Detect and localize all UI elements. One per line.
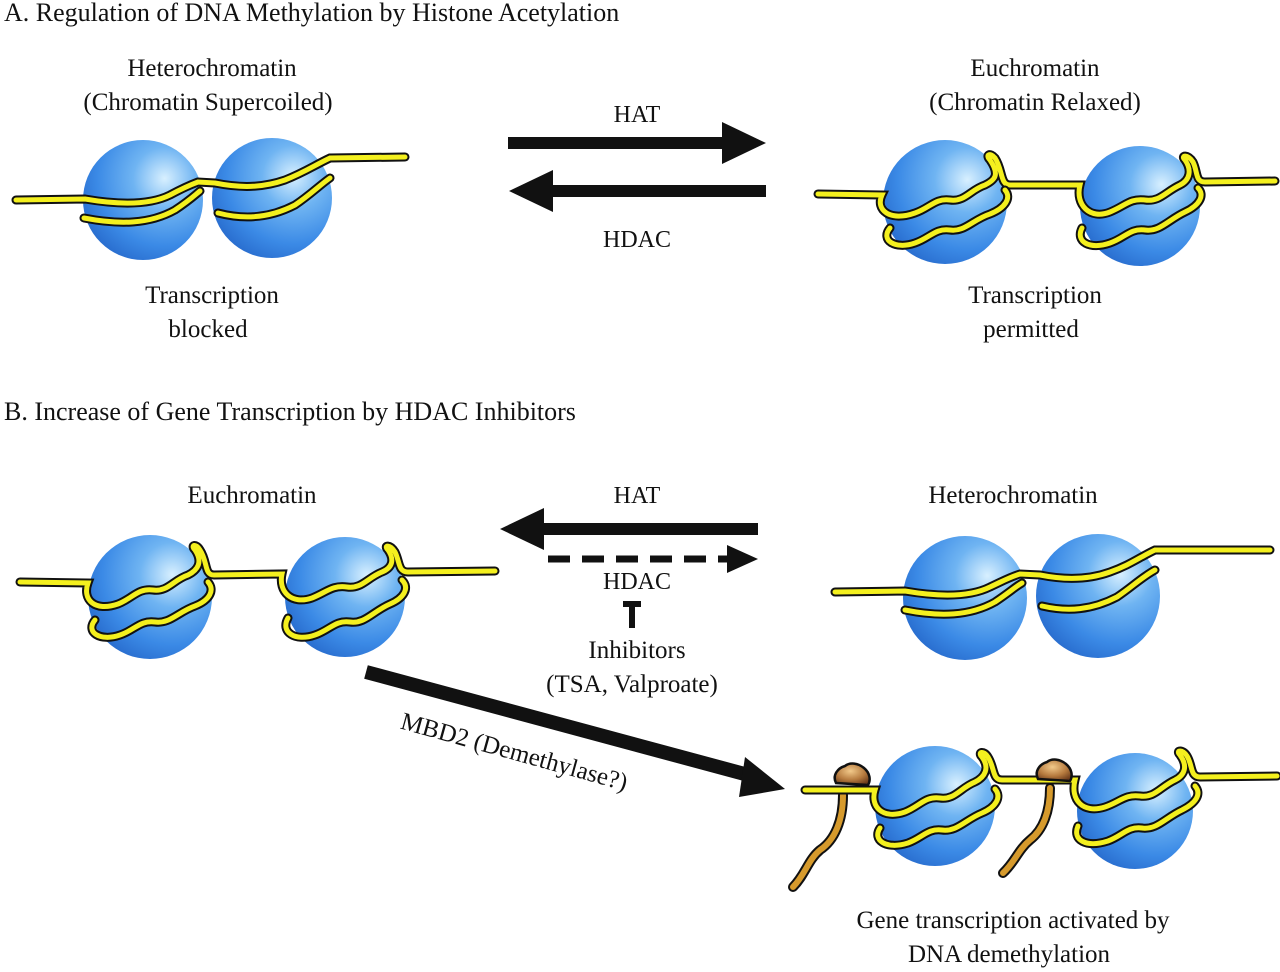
heterochromatin-a <box>11 138 410 260</box>
methyl-group <box>833 762 871 787</box>
hat-label-b: HAT <box>613 483 661 509</box>
hdac-label-a: HDAC <box>602 227 672 253</box>
nucleosome <box>285 537 405 657</box>
euchromatin-b-label: Euchromatin <box>187 482 317 509</box>
euchromatin-b <box>15 535 500 659</box>
hdac-arrow-dashed <box>548 545 758 573</box>
euchromatin-a <box>813 140 1280 266</box>
panel-b-title: B. Increase of Gene Transcription by HDA… <box>4 397 576 426</box>
inhibitors-examples: (TSA, Valproate) <box>546 671 718 698</box>
hdac-label-b: HDAC <box>602 569 672 595</box>
histone-tails <box>788 783 1055 892</box>
outcome-line1: Gene transcription activated by <box>856 907 1170 934</box>
heterochromatin-label: Heterochromatin <box>127 55 297 82</box>
methyl-group <box>1035 758 1073 783</box>
nucleosome <box>875 746 995 866</box>
dna-strand <box>11 152 410 227</box>
heterochromatin-sublabel: (Chromatin Supercoiled) <box>83 89 333 116</box>
hat-arrow-forward <box>508 122 766 164</box>
hdac-arrow-reverse <box>509 170 766 212</box>
hat-label-a: HAT <box>613 102 661 128</box>
nucleosome <box>1080 146 1200 266</box>
outcome-line2: DNA demethylation <box>907 941 1111 968</box>
dna-strand <box>813 150 1280 251</box>
nucleosome <box>88 535 212 659</box>
nucleosome <box>212 138 332 258</box>
dna-strand <box>830 545 1275 619</box>
hat-arrow-solid <box>500 508 758 550</box>
panel-a-title: A. Regulation of DNA Methylation by Hist… <box>4 0 620 27</box>
active-chromatin <box>788 746 1280 892</box>
dna-strand <box>15 541 500 642</box>
transcription-blocked-line1: Transcription <box>145 282 279 309</box>
transcription-blocked-line2: blocked <box>168 316 248 343</box>
mbd2-diagonal-arrow <box>364 665 785 797</box>
euchromatin-sublabel: (Chromatin Relaxed) <box>929 89 1141 116</box>
heterochromatin-b-label: Heterochromatin <box>928 482 1098 509</box>
transcription-permitted-line2: permitted <box>983 316 1079 343</box>
heterochromatin-b <box>830 534 1275 660</box>
transcription-permitted-line1: Transcription <box>968 282 1102 309</box>
euchromatin-label: Euchromatin <box>970 55 1100 82</box>
inhibitors-label: Inhibitors <box>588 637 686 664</box>
inhibition-tbar <box>623 601 641 628</box>
